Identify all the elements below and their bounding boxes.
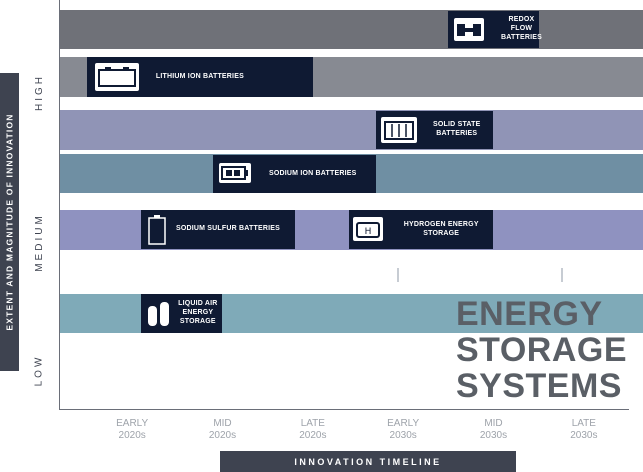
sodium-sulfur-icon — [145, 213, 169, 246]
level-low-label: LOW — [33, 354, 45, 386]
faint-marker — [561, 268, 563, 282]
bar-liquid-air: LIQUID AIR ENERGY STORAGE — [141, 294, 223, 333]
y-axis-title: EXTENT AND MAGNITUDE OF INNOVATION — [0, 73, 19, 371]
redox-flow-icon — [454, 18, 485, 41]
x-axis-line — [59, 409, 629, 410]
band-solid-state — [60, 110, 643, 150]
faint-marker — [397, 268, 399, 282]
bar-label: SODIUM SULFUR BATTERIES — [175, 225, 280, 233]
solid-state-icon — [381, 117, 418, 143]
bar-label: SOLID STATE BATTERIES — [433, 121, 481, 137]
bar-label: LITHIUM ION BATTERIES — [155, 72, 244, 80]
level-high-label: HIGH — [33, 73, 45, 111]
hydrogen-icon: H — [352, 217, 383, 241]
bar-label: LIQUID AIR ENERGY STORAGE — [178, 300, 218, 325]
bar-label: HYDROGEN ENERGY STORAGE — [403, 220, 479, 237]
level-medium-label: MEDIUM — [33, 212, 45, 272]
lithium-ion-icon — [95, 63, 139, 91]
x-axis-title: INNOVATION TIMELINE — [220, 451, 516, 472]
bar-hydrogen: H HYDROGEN ENERGY STORAGE — [348, 210, 494, 249]
band-redox-flow — [60, 10, 643, 49]
liquid-air-icon — [146, 300, 172, 328]
bar-solid-state: SOLID STATE BATTERIES — [376, 111, 494, 149]
bar-sodium-ion: SODIUM ION BATTERIES — [213, 155, 377, 193]
bar-label: REDOX FLOW BATTERIES — [501, 16, 542, 41]
sodium-ion-icon — [219, 163, 252, 183]
y-axis-line — [59, 0, 60, 410]
bar-lithium-ion: LITHIUM ION BATTERIES — [87, 57, 313, 97]
bar-sodium-sulfur: SODIUM SULFUR BATTERIES — [141, 210, 295, 249]
svg-text:H: H — [365, 227, 372, 237]
chart-title: ENERGY STORAGE SYSTEMS — [456, 295, 628, 405]
bar-redox-flow: REDOX FLOW BATTERIES — [448, 11, 542, 48]
bar-label: SODIUM ION BATTERIES — [269, 169, 357, 177]
